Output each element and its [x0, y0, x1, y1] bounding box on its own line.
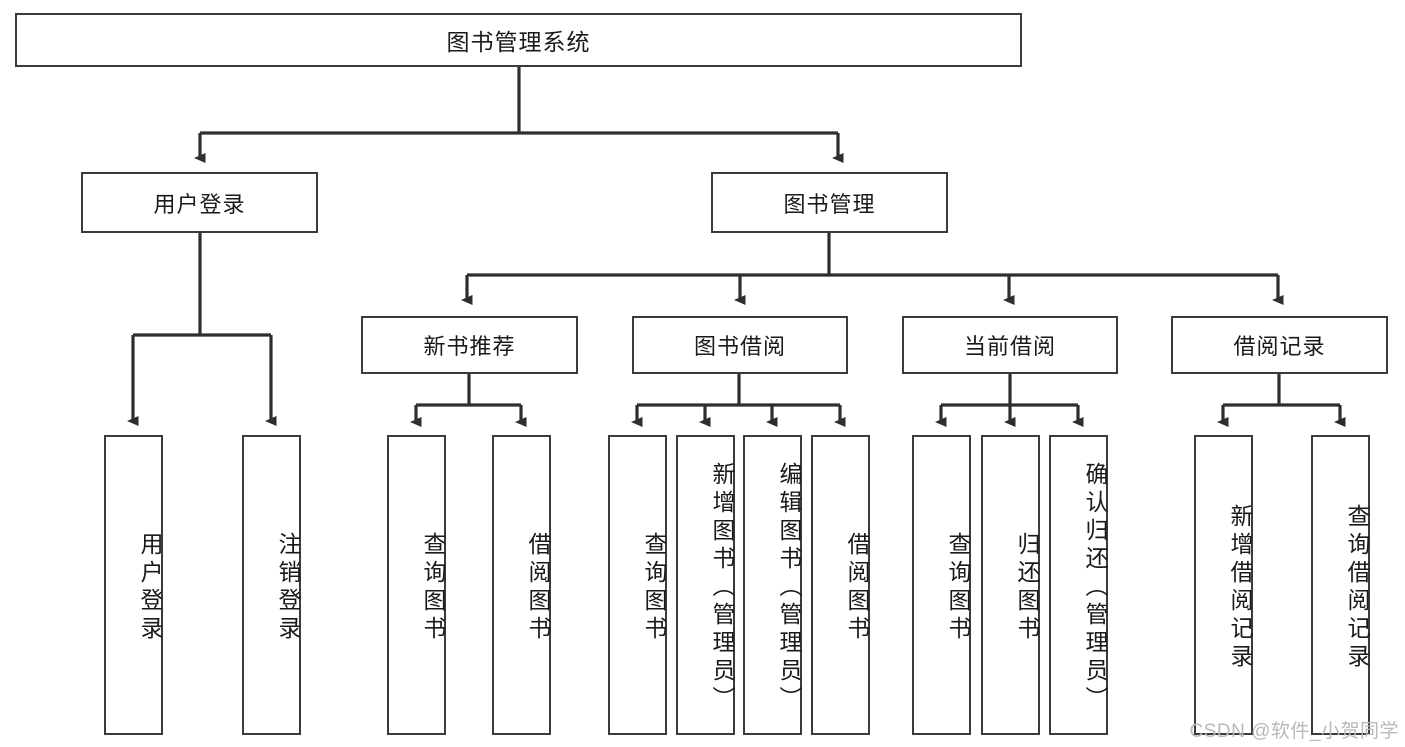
node-label: 注销登录: [275, 532, 301, 644]
node-label: 查询图书: [945, 532, 971, 644]
node-user-login[interactable]: 用户登录: [81, 172, 318, 233]
watermark-text: CSDN @软件_小贺同学: [1189, 721, 1399, 742]
node-new-book-rec[interactable]: 新书推荐: [361, 316, 578, 374]
node-label: 图书管理系统: [446, 29, 591, 55]
node-label: 确认归还（管理员）: [1082, 462, 1108, 714]
node-current-borrow[interactable]: 当前借阅: [902, 316, 1118, 374]
node-label: 当前借阅: [963, 334, 1056, 359]
node-label: 查询图书: [641, 532, 667, 644]
node-label: 借阅图书: [844, 532, 870, 644]
node-borrow-record[interactable]: 借阅记录: [1171, 316, 1388, 374]
node-leaf-borrow-book-2[interactable]: 借阅图书: [811, 435, 870, 735]
node-leaf-add-record[interactable]: 新增借阅记录: [1194, 435, 1253, 735]
node-label: 查询借阅记录: [1344, 504, 1370, 672]
node-leaf-query-book-3[interactable]: 查询图书: [912, 435, 971, 735]
node-leaf-edit-book[interactable]: 编辑图书（管理员）: [743, 435, 802, 735]
node-label: 图书管理: [783, 191, 876, 217]
node-label: 新增借阅记录: [1227, 504, 1253, 672]
node-label: 用户登录: [153, 191, 246, 217]
node-leaf-query-record[interactable]: 查询借阅记录: [1311, 435, 1370, 735]
node-label: 新增图书（管理员）: [709, 462, 735, 714]
node-leaf-query-book-1[interactable]: 查询图书: [387, 435, 446, 735]
node-label: 查询图书: [420, 532, 446, 644]
node-label: 编辑图书（管理员）: [776, 462, 802, 714]
node-label: 新书推荐: [423, 334, 516, 359]
node-label: 图书借阅: [693, 334, 786, 359]
node-leaf-query-book-2[interactable]: 查询图书: [608, 435, 667, 735]
node-leaf-confirm-return[interactable]: 确认归还（管理员）: [1049, 435, 1108, 735]
node-book-borrow[interactable]: 图书借阅: [632, 316, 848, 374]
node-root[interactable]: 图书管理系统: [15, 13, 1022, 67]
node-label: 借阅记录: [1233, 334, 1326, 359]
node-leaf-user-logout[interactable]: 注销登录: [242, 435, 301, 735]
node-label: 归还图书: [1014, 532, 1040, 644]
node-label: 借阅图书: [525, 532, 551, 644]
node-label: 用户登录: [137, 532, 163, 644]
node-leaf-user-login[interactable]: 用户登录: [104, 435, 163, 735]
node-book-manage[interactable]: 图书管理: [711, 172, 948, 233]
node-leaf-add-book[interactable]: 新增图书（管理员）: [676, 435, 735, 735]
node-leaf-return-book[interactable]: 归还图书: [981, 435, 1040, 735]
node-leaf-borrow-book-1[interactable]: 借阅图书: [492, 435, 551, 735]
